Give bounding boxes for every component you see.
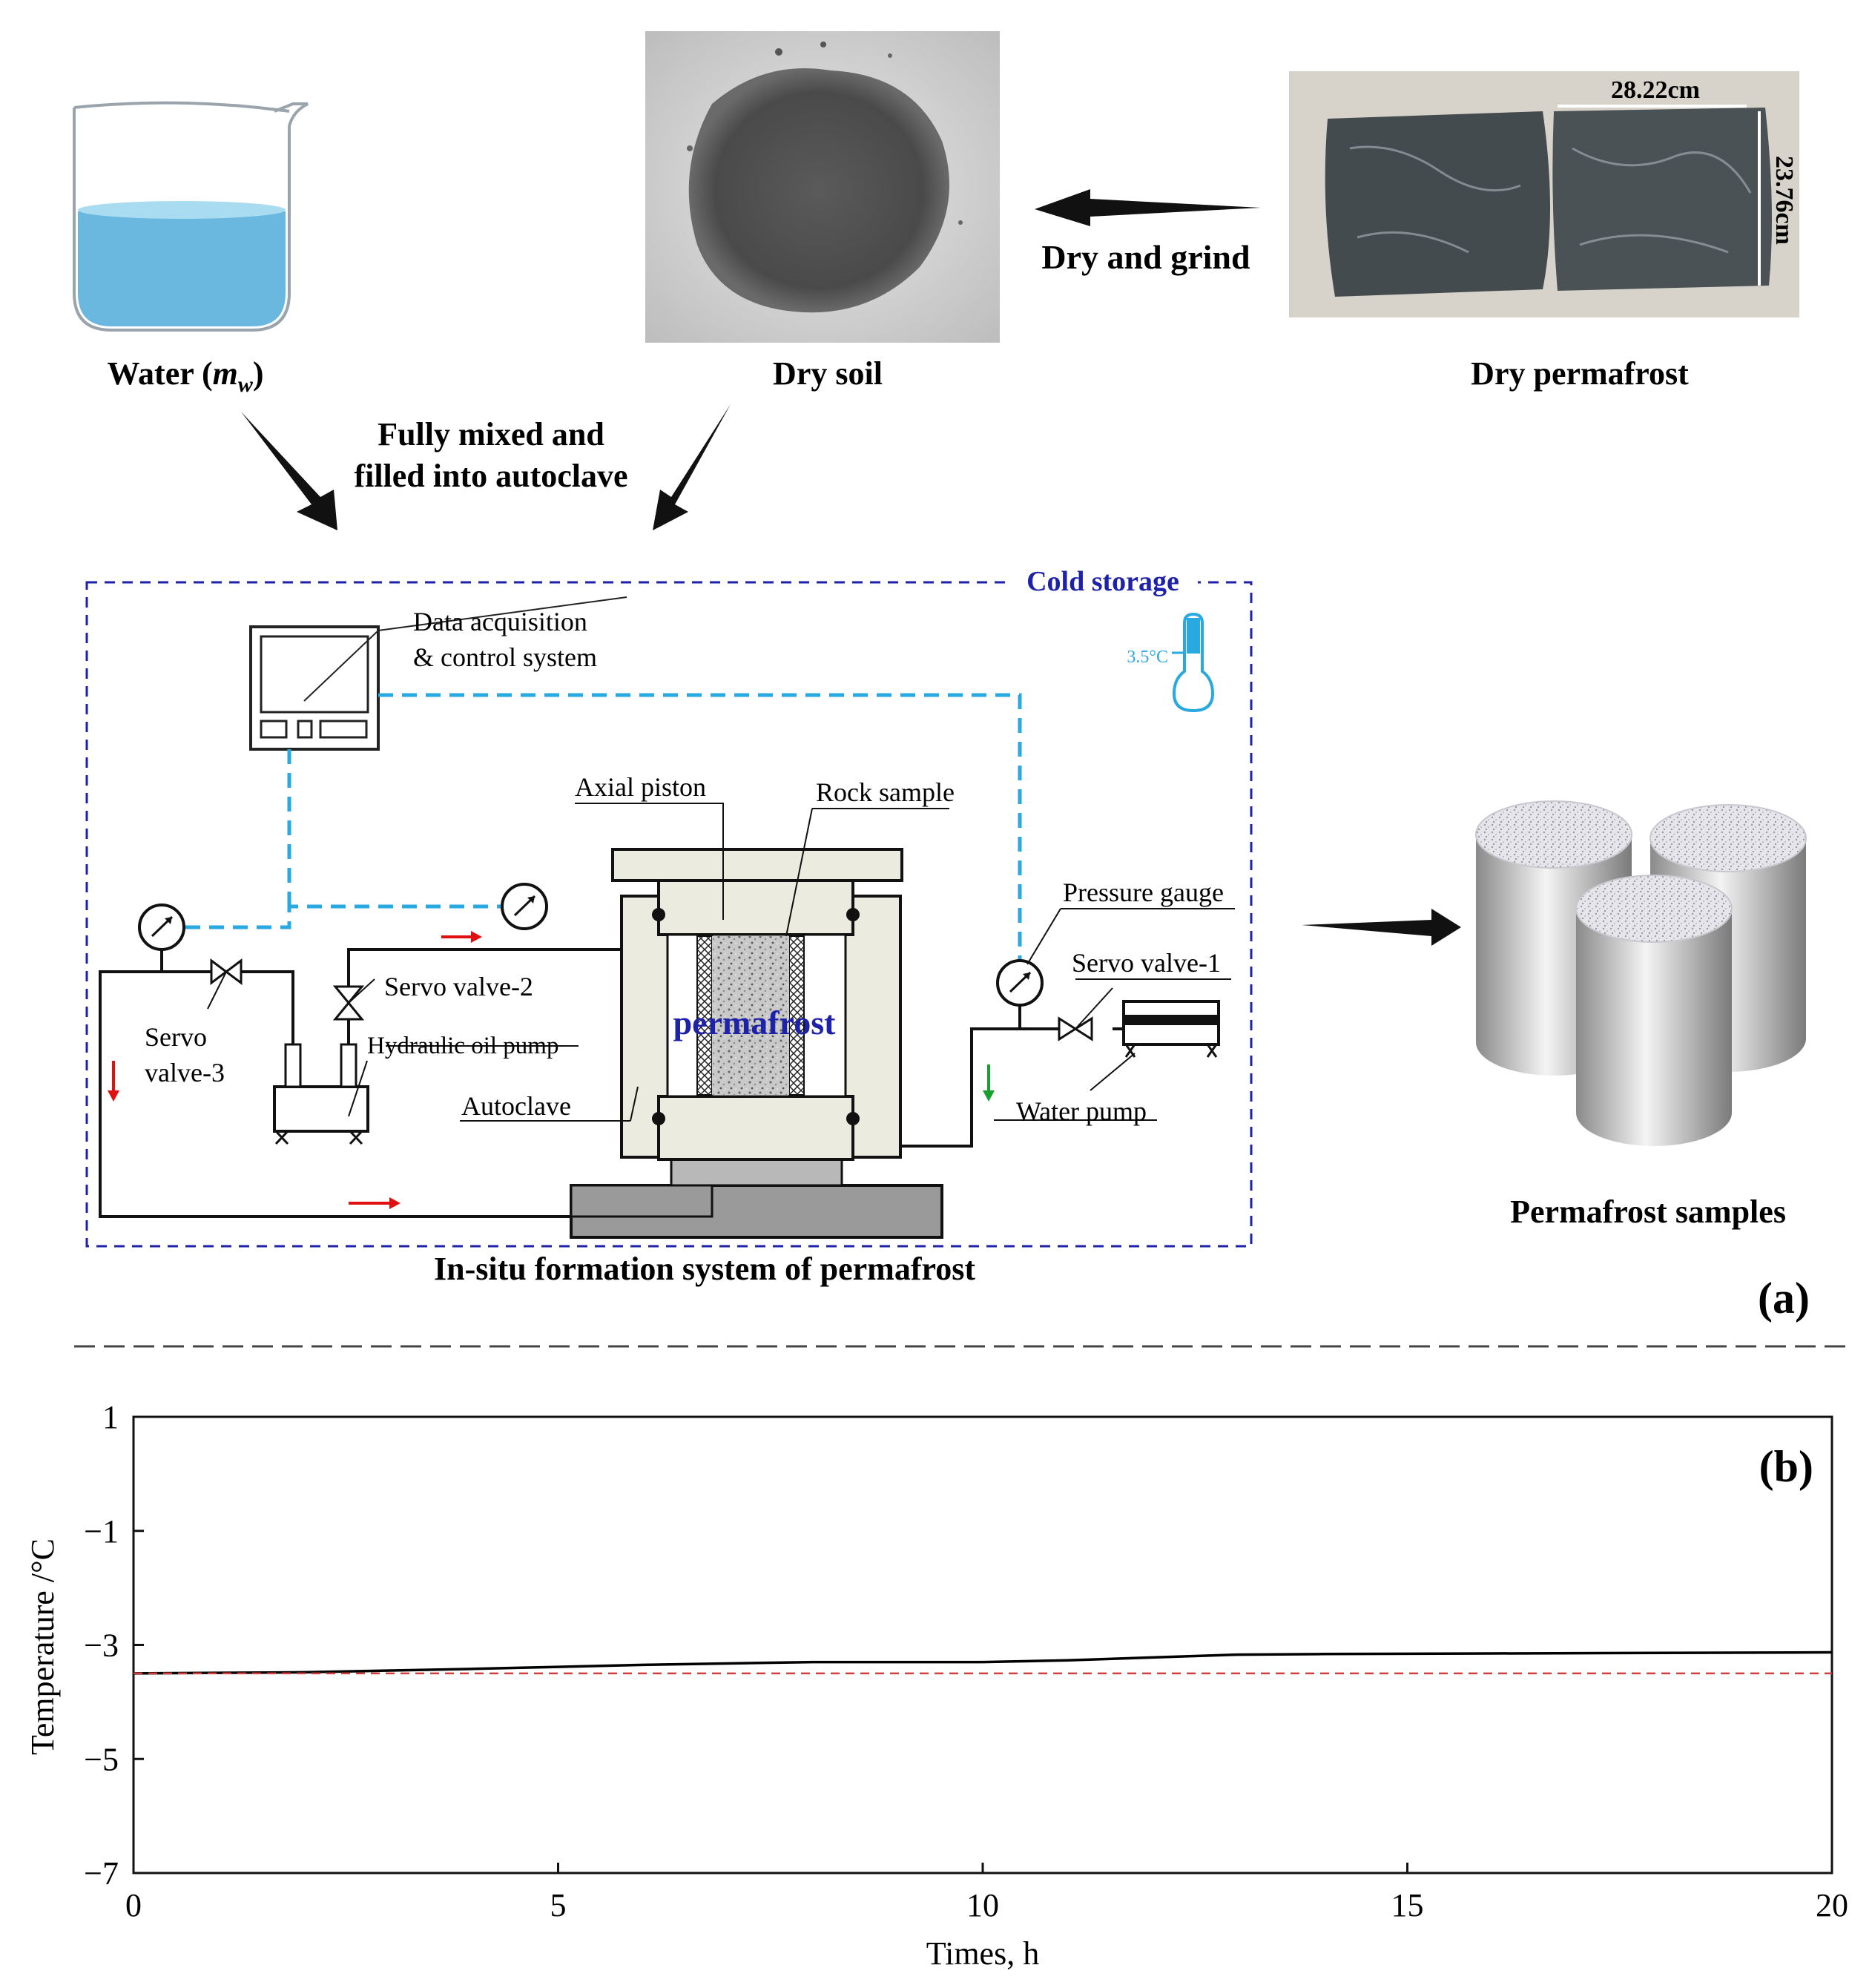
y-tick-label: −7: [84, 1855, 119, 1892]
pressure-gauge-right: [996, 959, 1044, 1007]
dry-grind-label: Dry and grind: [1041, 238, 1250, 276]
autoclave-label: Autoclave: [461, 1091, 571, 1121]
y-tick-label: 1: [102, 1399, 119, 1435]
dry-grind-arrow: [1035, 189, 1261, 226]
permafrost-label: permafrost: [673, 1004, 837, 1041]
pipelines: [99, 938, 1068, 1218]
y-tick-label: −5: [84, 1741, 119, 1777]
chart-x-axis-label: Times, h: [926, 1935, 1039, 1972]
leader-lines: [386, 803, 1235, 1122]
cold-storage-label: Cold storage: [1026, 566, 1179, 597]
water-label: Water (mw): [107, 355, 263, 397]
servo-valve-1-label: Servo valve-1: [1072, 948, 1221, 978]
mix-label-line2: filled into autoclave: [354, 458, 627, 494]
x-tick-label: 0: [125, 1887, 142, 1923]
chart-y-axis-label: Temperature /°C: [24, 1538, 61, 1755]
data-acq-label-line2: & control system: [413, 642, 597, 672]
servo-valve-3-label-line1: Servo: [145, 1022, 207, 1052]
hydraulic-pump-label: Hydraulic oil pump: [367, 1033, 558, 1059]
x-tick-label: 15: [1391, 1887, 1424, 1923]
flow-arrows: [108, 931, 995, 1209]
x-tick-label: 10: [966, 1887, 999, 1923]
dry-soil-photo: [645, 31, 1000, 343]
hydraulic-oil-pump: [273, 1043, 369, 1145]
pressure-gauge-left: [138, 904, 185, 972]
permafrost-sample-cylinders: [1475, 800, 1807, 1146]
dim-width-label: 28.22cm: [1611, 76, 1700, 104]
servo-valve-2-label: Servo valve-2: [384, 972, 533, 1001]
cold-storage-boundary: [85, 581, 1253, 1248]
servo-valve-2: [332, 978, 375, 1021]
dry-permafrost-photo: [1289, 71, 1799, 317]
series-line-0: [133, 1650, 1833, 1675]
autoclave-assembly: [570, 848, 943, 1239]
y-tick-label: −1: [84, 1513, 119, 1550]
data-acquisition-monitor: [249, 596, 627, 751]
water-pump: [1090, 1000, 1220, 1091]
dim-height-label: 23.76cm: [1770, 156, 1798, 245]
thermometer-icon: [1172, 612, 1215, 713]
temperature-indicator: 3.5°C: [1127, 648, 1168, 667]
pressure-gauge-label: Pressure gauge: [1063, 878, 1224, 907]
signal-lines: [162, 693, 1022, 964]
x-tick-label: 5: [550, 1887, 567, 1923]
panel-a-label: (a): [1758, 1274, 1810, 1323]
mix-arrow-right: [653, 404, 731, 530]
mix-label-line1: Fully mixed and: [378, 416, 604, 452]
y-tick-label: −3: [84, 1627, 119, 1664]
temperature-chart: 0 5 10 15 20 1 −1 −3 −5 −7 Temperature /°C Times,…: [24, 1399, 1848, 1972]
pressure-gauge-middle: [501, 883, 548, 930]
samples-arrow: [1302, 909, 1461, 946]
dry-permafrost-label: Dry permafrost: [1471, 355, 1689, 392]
rock-sample-label: Rock sample: [816, 777, 955, 807]
water-beaker: [73, 101, 309, 332]
servo-valve-1: [1058, 987, 1113, 1041]
data-acq-label-line1: Data acquisition: [413, 607, 587, 636]
system-caption: In-situ formation system of permafrost: [434, 1251, 975, 1287]
x-tick-label: 20: [1816, 1887, 1848, 1923]
samples-caption: Permafrost samples: [1510, 1194, 1786, 1230]
mix-arrow-left: [241, 412, 337, 530]
servo-valve-3: [207, 958, 243, 1010]
axial-piston-label: Axial piston: [575, 772, 706, 802]
dry-soil-label: Dry soil: [773, 355, 883, 392]
servo-valve-3-label-line2: valve-3: [145, 1058, 225, 1087]
water-pump-label: Water pump: [1016, 1096, 1147, 1126]
plot-frame: [132, 1415, 1833, 1875]
panel-b-label: (b): [1759, 1442, 1813, 1491]
